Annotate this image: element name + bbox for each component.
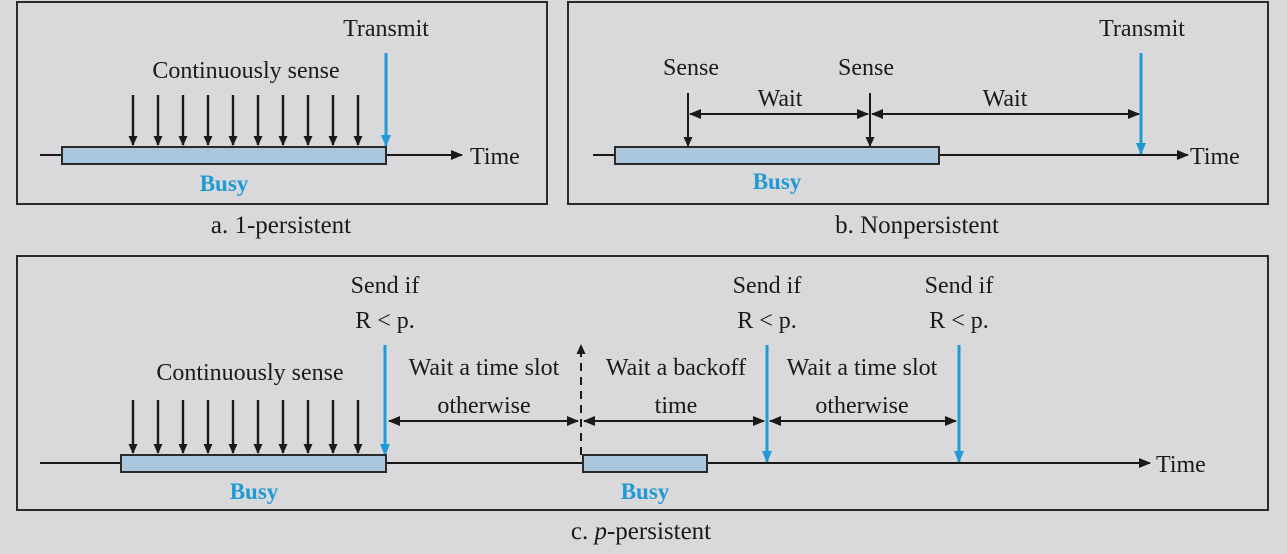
- panel-c-caption-italic: p: [592, 518, 607, 545]
- panel-b-nonpersistent: Sense Sense Transmit Wait Wait Time Busy…: [567, 1, 1269, 239]
- panel-c-caption-prefix: c.: [571, 518, 595, 545]
- panel-c-p-persistent: Send if R < p. Send if R < p. Send if R …: [16, 255, 1269, 545]
- panel-c-time-label: Time: [1156, 452, 1206, 478]
- panel-c-send-2-line1: Send if: [733, 273, 802, 299]
- panel-a-transmit-label: Transmit: [343, 16, 429, 42]
- panel-c-busy-bar-1: [120, 454, 387, 473]
- panel-a-time-label: Time: [470, 144, 520, 170]
- panel-b-sense-1-label: Sense: [663, 55, 719, 81]
- panel-c-wait-slot-1-line1: Wait a time slot: [409, 355, 560, 381]
- panel-c-busy-1-label: Busy: [230, 479, 279, 504]
- panel-a-caption: a. 1-persistent: [211, 212, 351, 239]
- panel-b-wait-1-label: Wait: [758, 86, 803, 112]
- panel-a-sense-arrows: [128, 95, 363, 146]
- panel-a-1-persistent: Transmit Continuously sense Time Busy a.…: [16, 1, 548, 239]
- panel-a-frame: [16, 1, 548, 205]
- panel-c-caption: c. p-persistent: [571, 518, 711, 545]
- panel-c-send-2-line2: R < p.: [737, 308, 797, 334]
- panel-b-caption: b. Nonpersistent: [835, 212, 999, 239]
- panel-c-send-3-line1: Send if: [925, 273, 994, 299]
- panel-c-send-1-line1: Send if: [351, 273, 420, 299]
- panel-b-sense-2-label: Sense: [838, 55, 894, 81]
- panel-a-sense-label: Continuously sense: [152, 58, 339, 84]
- panel-c-send-3-line2: R < p.: [929, 308, 989, 334]
- panel-c-wait-slot-1-line2: otherwise: [437, 393, 530, 419]
- panel-c-busy-bar-2: [582, 454, 708, 473]
- panel-b-busy-label: Busy: [753, 169, 802, 194]
- panel-c-busy-2-label: Busy: [621, 479, 670, 504]
- panel-c-frame: [16, 255, 1269, 511]
- panel-c-backoff-line1: Wait a backoff: [606, 355, 746, 381]
- panel-b-frame: [567, 1, 1269, 205]
- panel-c-sense-arrows: [128, 400, 363, 454]
- panel-c-backoff-line2: time: [655, 393, 698, 419]
- panel-c-wait-slot-2-line1: Wait a time slot: [787, 355, 938, 381]
- panel-a-busy-label: Busy: [200, 171, 249, 196]
- panel-b-wait-2-label: Wait: [983, 86, 1028, 112]
- panel-a-busy-bar: [61, 146, 387, 165]
- panel-b-busy-bar: [614, 146, 940, 165]
- panel-c-caption-suffix: -persistent: [607, 518, 711, 545]
- panel-c-sense-label: Continuously sense: [156, 360, 343, 386]
- panel-b-time-label: Time: [1190, 144, 1240, 170]
- panel-b-transmit-label: Transmit: [1099, 16, 1185, 42]
- panel-c-send-1-line2: R < p.: [355, 308, 415, 334]
- panel-c-wait-slot-2-line2: otherwise: [815, 393, 908, 419]
